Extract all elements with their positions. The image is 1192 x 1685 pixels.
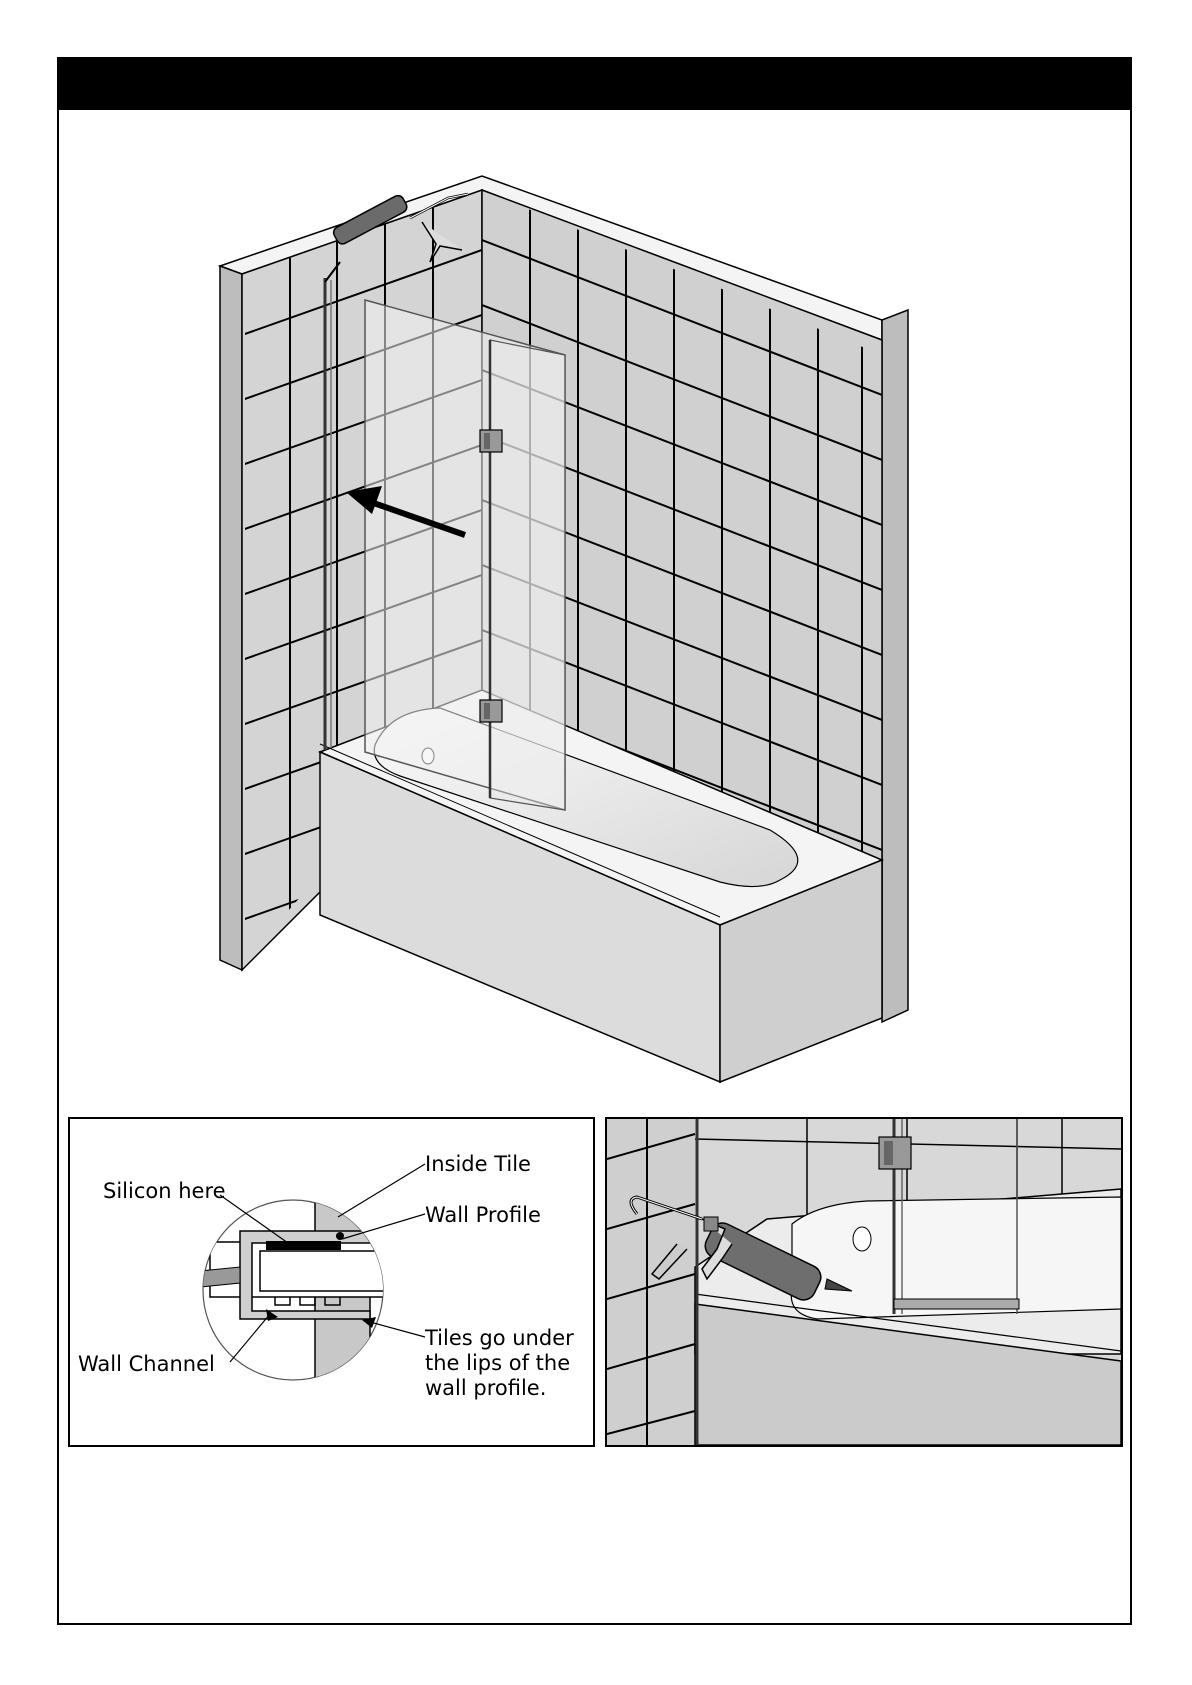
hinge-icon — [480, 700, 502, 722]
silicon-bead — [266, 1241, 341, 1250]
silicon-here-label: Silicon here — [103, 1179, 226, 1204]
silicone-application-closeup — [607, 1119, 1121, 1445]
wall-channel-label: Wall Channel — [78, 1352, 215, 1377]
tiles-note-label: Tiles go under the lips of the wall prof… — [425, 1326, 574, 1401]
shower-screen-installation-drawing — [200, 170, 940, 1090]
cross-section-detail: Silicon here Inside Tile Wall Profile Wa… — [68, 1117, 595, 1447]
closeup-detail — [605, 1117, 1123, 1447]
wall-profile-label: Wall Profile — [425, 1203, 541, 1228]
header-bar — [57, 57, 1132, 110]
bath-overflow-icon — [853, 1227, 871, 1251]
hinge-icon — [480, 430, 502, 452]
back-wall-edge — [882, 310, 908, 1022]
folding-glass-panel — [490, 340, 565, 810]
inside-tile-label: Inside Tile — [425, 1152, 531, 1177]
hinge-icon — [879, 1137, 911, 1169]
main-illustration — [200, 170, 940, 1090]
left-wall-edge — [220, 266, 242, 970]
